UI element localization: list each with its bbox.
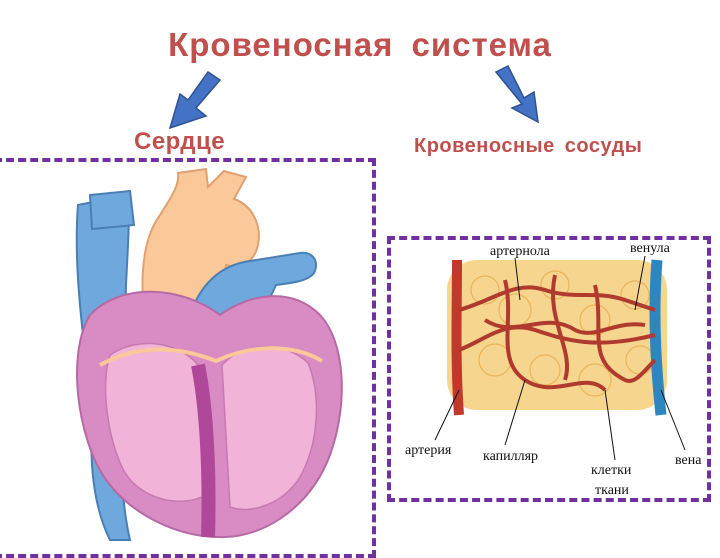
label-tissue-cells-2: ткани (595, 483, 629, 498)
label-venule: венула (630, 241, 671, 256)
heart-label: Сердце (134, 128, 226, 155)
vessels-illustration: артернола венула артерия капилляр клетки… (405, 241, 702, 498)
page-title: Кровеносная система (0, 26, 720, 64)
vessels-label: Кровеносные сосуды (414, 135, 643, 157)
label-arteriole: артернола (490, 244, 551, 259)
title-text: Кровеносная система (168, 26, 552, 63)
heart-illustration (75, 167, 343, 541)
vessels-frame (387, 236, 711, 502)
arrow-down-left-icon (168, 70, 222, 130)
label-artery: артерия (405, 443, 452, 458)
label-capillary: капилляр (483, 449, 538, 464)
label-vein: вена (675, 453, 702, 468)
arrow-down-right-icon (494, 64, 539, 124)
label-tissue-cells-1: клетки (591, 463, 632, 478)
